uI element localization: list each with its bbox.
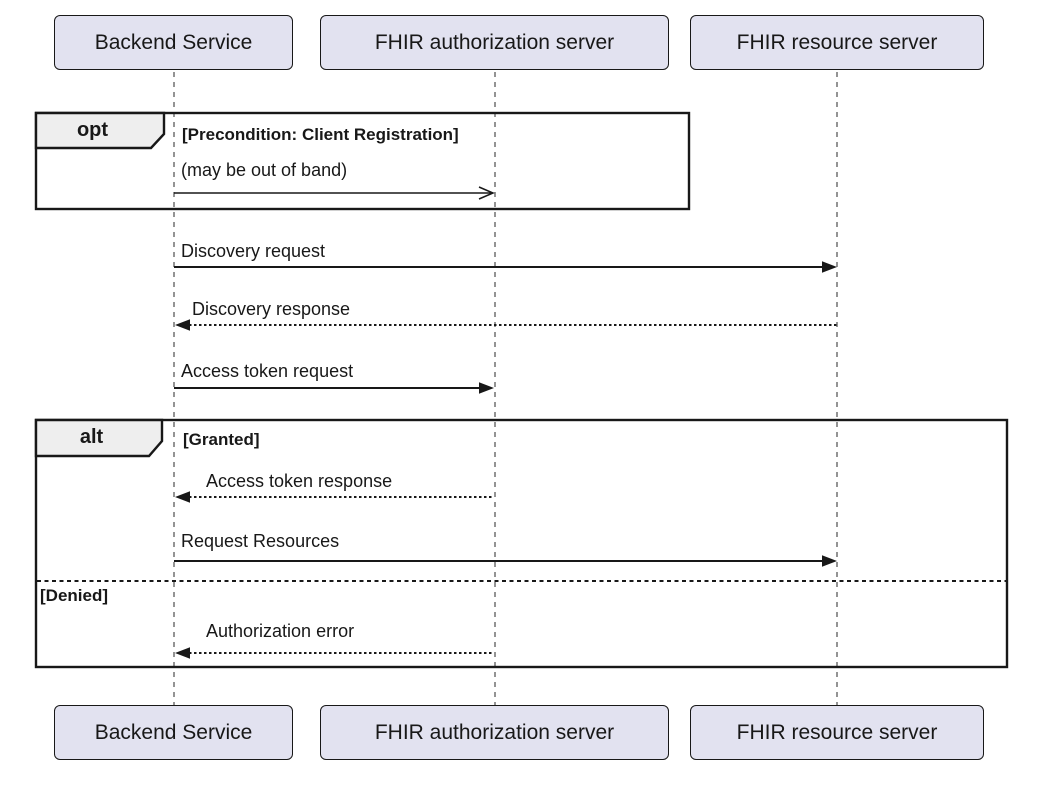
message-label-discovery-request: Discovery request bbox=[181, 241, 326, 261]
guard-granted: [Granted] bbox=[183, 430, 260, 449]
arrow-may-be-out-of-band bbox=[174, 186, 495, 200]
fragment-alt-operator-label: alt bbox=[79, 426, 104, 448]
guard-denied: [Denied] bbox=[40, 586, 108, 605]
participant-backend-service-top: Backend Service bbox=[54, 15, 293, 70]
message-label-authorization-error: Authorization error bbox=[206, 621, 355, 641]
arrow-request-resources bbox=[174, 555, 837, 567]
guard-precondition-client-registration: [Precondition: Client Registration] bbox=[182, 125, 459, 144]
message-label-access-token-response: Access token response bbox=[206, 471, 393, 491]
participant-fhir-authorization-server-top: FHIR authorization server bbox=[320, 15, 669, 70]
arrow-access-token-request bbox=[174, 382, 494, 394]
message-label-access-token-request: Access token request bbox=[181, 361, 354, 381]
participant-fhir-resource-server-bottom: FHIR resource server bbox=[690, 705, 984, 760]
participant-fhir-resource-server-top: FHIR resource server bbox=[690, 15, 984, 70]
arrow-discovery-request bbox=[174, 261, 837, 273]
message-label-may-be-out-of-band: (may be out of band) bbox=[181, 160, 348, 180]
message-label-request-resources: Request Resources bbox=[181, 531, 340, 551]
arrow-access-token-response bbox=[175, 491, 494, 503]
participant-backend-service-bottom: Backend Service bbox=[54, 705, 293, 760]
message-label-discovery-response: Discovery response bbox=[192, 299, 351, 319]
arrow-discovery-response bbox=[175, 319, 837, 331]
participant-fhir-authorization-server-bottom: FHIR authorization server bbox=[320, 705, 669, 760]
fragment-opt-operator-label: opt bbox=[76, 119, 109, 141]
arrow-authorization-error bbox=[175, 647, 494, 659]
